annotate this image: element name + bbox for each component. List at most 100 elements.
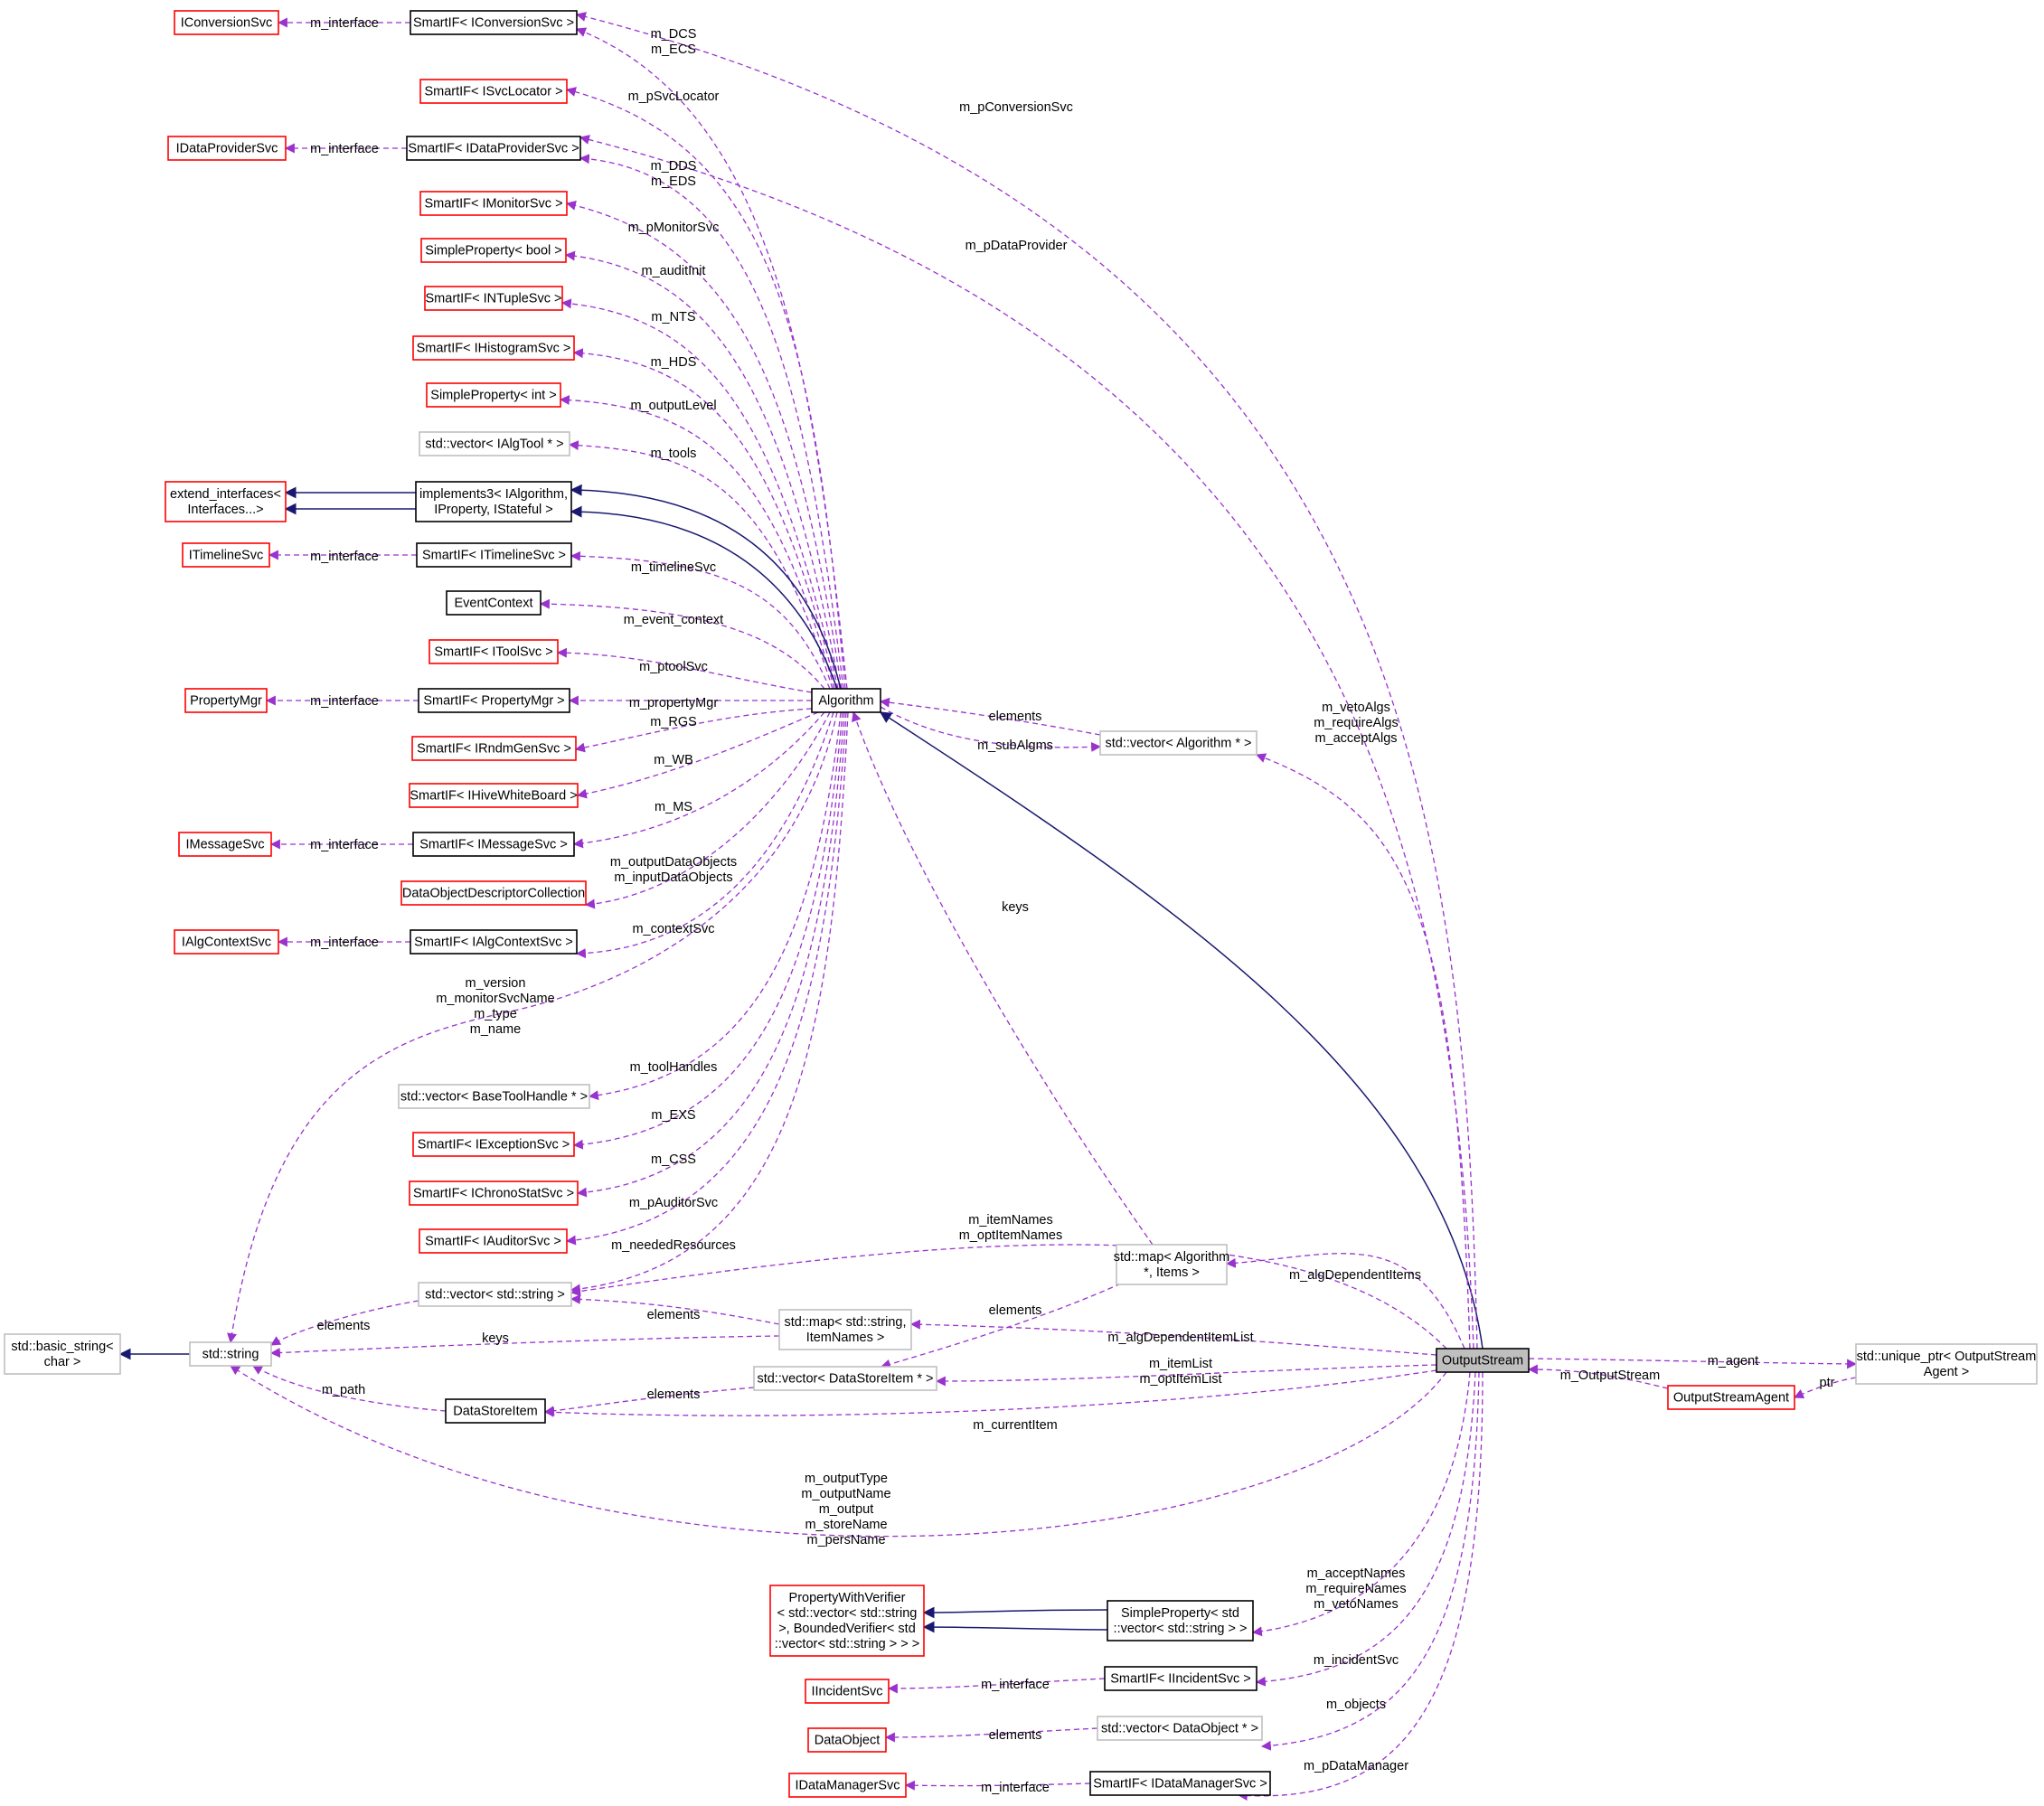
node-smartif-ichronostatsvc[interactable]: SmartIF< IChronoStatSvc > [409,1180,579,1206]
node-smartif-isvclocator[interactable]: SmartIF< ISvcLocator > [419,79,568,104]
edge-label-elements: elements [989,1303,1042,1318]
node-implements3[interactable]: implements3< IAlgorithm,IProperty, IStat… [415,481,572,522]
node-label: SmartIF< IExceptionSvc > [418,1138,570,1152]
edge-label-m-exs: m_EXS [651,1108,695,1123]
edge-label-keys: keys [482,1331,509,1346]
edge-label-m-timelinesvc: m_timelineSvc [631,560,716,575]
node-smartif-idataprovidersvc[interactable]: SmartIF< IDataProviderSvc > [406,136,581,161]
node-simpleproperty-int[interactable]: SimpleProperty< int > [426,382,561,408]
usage-edge [1237,1371,1484,1801]
node-idatamanagersvc[interactable]: IDataManagerSvc [788,1773,907,1798]
node-label: SmartIF< INTupleSvc > [426,292,562,306]
edge-label-elements: elements [647,1387,701,1402]
usage-edge [935,1364,1437,1387]
node-smartif-intuplesvc[interactable]: SmartIF< INTupleSvc > [424,286,563,311]
node-box [419,191,568,216]
node-box [1104,1666,1257,1691]
node-dataobjectdescriptorcollection[interactable]: DataObjectDescriptorCollection [400,880,587,906]
edge-label-m-algdependentitems: m_algDependentItems [1289,1268,1421,1283]
edge-label-m-pconversionsvc: m_pConversionSvc [959,100,1073,115]
node-eventcontext[interactable]: EventContext [446,590,542,616]
node-box [412,1132,575,1157]
node-iincidentsvc[interactable]: IIncidentSvc [805,1679,890,1704]
node-smartif-irndmgensvc[interactable]: SmartIF< IRndmGenSvc > [411,736,577,761]
node-vector-datastoreitem[interactable]: std::vector< DataStoreItem * > [753,1366,937,1391]
node-label: DataObject [815,1734,881,1748]
node-smartif-iconversionsvc[interactable]: SmartIF< IConversionSvc > [410,10,578,35]
node-label: extend_interfaces<Interfaces...> [170,487,281,517]
node-label: SmartIF< IRndmGenSvc > [417,742,571,757]
node-map-algorithm-items[interactable]: std::map< Algorithm*, Items > [1114,1244,1230,1285]
node-vector-algorithm[interactable]: std::vector< Algorithm * > [1099,730,1257,756]
node-smartif-imonitorsvc[interactable]: SmartIF< IMonitorSvc > [419,191,568,216]
node-smartif-iauditorsvc[interactable]: SmartIF< IAuditorSvc > [419,1228,568,1254]
node-idataprovidersvc[interactable]: IDataProviderSvc [167,136,287,161]
node-box [189,1341,272,1367]
inheritance-edge [922,1606,1108,1619]
usage-edge [572,348,837,690]
usage-edge [852,710,1154,1246]
node-smartif-propertymgr[interactable]: SmartIF< PropertyMgr > [418,688,570,713]
node-outputstreamagent[interactable]: OutputStreamAgent [1667,1385,1795,1410]
node-box [429,639,559,664]
node-box [811,688,881,713]
node-vector-basetoolhandle[interactable]: std::vector< BaseToolHandle * > [398,1084,590,1109]
node-smartif-itoolsvc[interactable]: SmartIF< IToolSvc > [429,639,559,664]
edge-label-m-outputlevel: m_outputLevel [630,399,716,413]
usage-edge [227,711,838,1344]
node-box [419,1228,568,1254]
edge-label-m-wb: m_WB [654,753,693,767]
node-vector-string[interactable]: std::vector< std::string > [418,1282,572,1307]
node-propertymgr[interactable]: PropertyMgr [184,688,268,713]
usage-edge [574,708,813,753]
edge-label-m-propertymgr: m_propertyMgr [629,696,718,710]
node-label: SmartIF< IDataManagerSvc > [1093,1777,1267,1792]
node-label: IAlgContextSvc [182,936,271,950]
usage-edge [584,711,831,909]
node-extend-interfaces[interactable]: extend_interfaces<Interfaces...> [165,481,287,522]
edge-label-m-pmonitorsvc: m_pMonitorSvc [628,221,720,235]
node-datastoreitem[interactable]: DataStoreItem [445,1398,546,1424]
usage-edge [1251,1371,1471,1637]
edge-label-m-algdependentitemlist: m_algDependentItemList [1107,1331,1253,1345]
node-vector-dataobject[interactable]: std::vector< DataObject * > [1097,1716,1263,1741]
node-smartif-itimelinesvc[interactable]: SmartIF< ITimelineSvc > [416,542,572,568]
node-propertywithverifier[interactable]: PropertyWithVerifier< std::vector< std::… [769,1585,925,1657]
node-outputstream[interactable]: OutputStream [1436,1348,1530,1373]
node-smartif-iincidentsvc[interactable]: SmartIF< IIncidentSvc > [1104,1666,1257,1691]
node-smartif-ialgcontextsvc[interactable]: SmartIF< IAlgContextSvc > [410,929,578,955]
node-box [778,1309,912,1350]
node-label: std::vector< IAlgTool * > [425,437,563,452]
edge-label-m-tools: m_tools [651,447,697,461]
edge-label-m-ptoolsvc: m_ptoolSvc [639,660,708,674]
node-smartif-iexceptionsvc[interactable]: SmartIF< IExceptionSvc > [412,1132,575,1157]
node-algorithm[interactable]: Algorithm [811,688,881,713]
node-dataobject[interactable]: DataObject [807,1727,887,1753]
node-box [4,1333,121,1375]
node-box [788,1773,907,1798]
node-iconversionsvc[interactable]: IConversionSvc [174,10,279,35]
usage-edge [543,1387,755,1416]
node-std-string[interactable]: std::string [189,1341,272,1367]
node-itimelinesvc[interactable]: ITimelineSvc [182,542,270,568]
node-map-string-itemnames[interactable]: std::map< std::string,ItemNames > [778,1309,912,1350]
node-simpleproperty-vector-string[interactable]: SimpleProperty< std::vector< std::string… [1107,1600,1254,1641]
node-vector-ialgtool[interactable]: std::vector< IAlgTool * > [419,431,570,456]
node-ialgcontextsvc[interactable]: IAlgContextSvc [174,929,279,955]
node-box [807,1727,887,1753]
node-smartif-ihivewhiteboard[interactable]: SmartIF< IHiveWhiteBoard > [409,783,579,808]
node-imessagesvc[interactable]: IMessageSvc [178,832,272,857]
node-smartif-imessagesvc[interactable]: SmartIF< IMessageSvc > [412,832,575,857]
node-box [1097,1716,1263,1741]
node-label: SmartIF< IHistogramSvc > [417,342,571,356]
node-smartif-ihistogramsvc[interactable]: SmartIF< IHistogramSvc > [412,335,575,361]
node-label: PropertyWithVerifier< std::vector< std::… [775,1591,919,1651]
node-smartif-idatamanagersvc[interactable]: SmartIF< IDataManagerSvc > [1089,1771,1271,1796]
node-simpleproperty-bool[interactable]: SimpleProperty< bool > [420,238,567,263]
node-label: IMessageSvc [185,838,264,852]
usage-edge [575,12,1478,1350]
node-basic-string[interactable]: std::basic_string<char > [4,1333,121,1375]
